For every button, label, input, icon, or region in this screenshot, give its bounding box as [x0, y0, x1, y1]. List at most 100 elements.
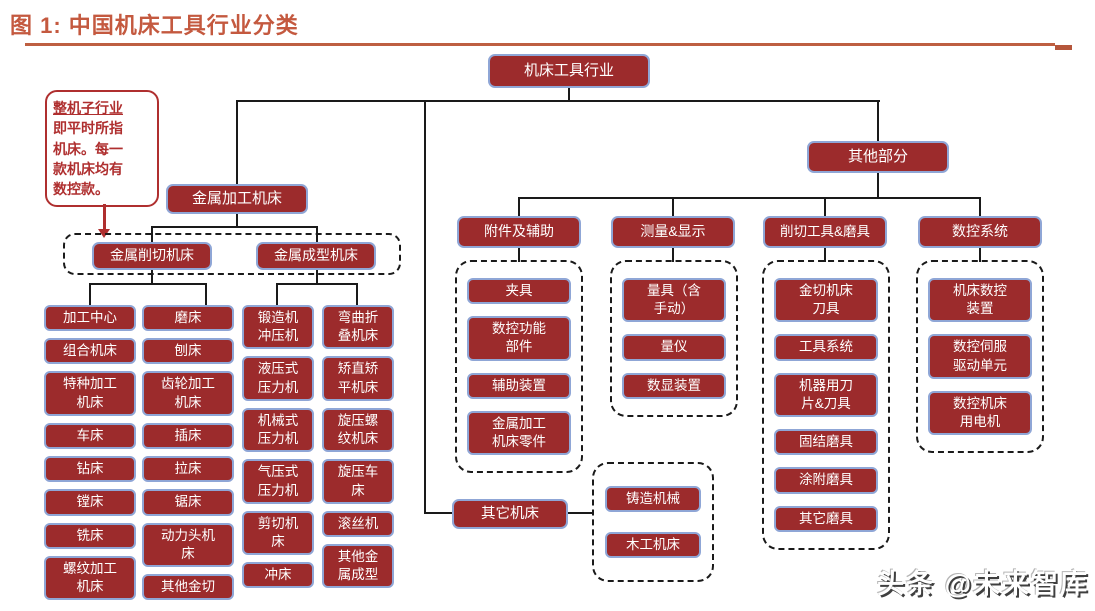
callout-line: 款机床均有	[53, 160, 123, 177]
node-root: 机床工具行业	[488, 54, 650, 88]
connector-forming-split	[276, 283, 358, 285]
tree-leaf: 插床	[142, 422, 234, 450]
figure-title: 图 1: 中国机床工具行业分类	[10, 13, 299, 38]
node-cnc-header: 数控系统	[918, 216, 1042, 248]
tree-leaf: 机器用刀片&刀具	[774, 372, 878, 418]
connector-drop-tools	[824, 197, 826, 217]
tree-leaf: 液压式压力机	[242, 356, 314, 401]
connector-right-horizontal	[518, 197, 981, 199]
tree-leaf: 木工机床	[605, 532, 701, 559]
callout-note: 整机子行业即平时所指机床。每一款机床均有数控款。	[45, 90, 159, 208]
connector-other-parts-down	[877, 172, 879, 198]
connector-drop-forming	[316, 226, 318, 244]
title-underline	[25, 43, 1055, 46]
tree-leaf: 固结磨具	[774, 429, 878, 456]
tree-leaf: 其它磨具	[774, 505, 878, 532]
tree-leaf: 金属加工机床零件	[467, 410, 571, 456]
forming-column-1: 锻造机冲压机液压式压力机机械式压力机气压式压力机剪切机床冲床	[242, 305, 314, 589]
tree-leaf: 涂附磨具	[774, 467, 878, 494]
tree-leaf: 其他金属成型	[322, 543, 394, 589]
tools-container: 金切机床刀具工具系统机器用刀片&刀具固结磨具涂附磨具其它磨具	[762, 260, 890, 550]
tree-leaf: 剪切机床	[242, 510, 314, 556]
tree-leaf: 动力头机床	[142, 522, 234, 567]
accessories-container: 夹具数控功能部件辅助装置金属加工机床零件	[455, 260, 583, 474]
tree-leaf: 齿轮加工机床	[142, 371, 234, 416]
tree-leaf: 钻床	[44, 456, 136, 483]
title-underline-endcap	[1055, 45, 1072, 50]
connector-other-machines-right	[566, 512, 594, 514]
tree-leaf: 镗床	[44, 489, 136, 516]
node-other-parts: 其他部分	[807, 141, 949, 173]
cutting-column-2: 磨床刨床齿轮加工机床插床拉床锯床动力头机床其他金切	[142, 305, 234, 601]
other-machines-container: 铸造机械木工机床	[592, 462, 714, 583]
node-metal-forming: 金属成型机床	[256, 242, 376, 270]
node-metal-cutting: 金属削切机床	[92, 242, 212, 270]
callout-line: 机床。每一	[53, 140, 123, 157]
tree-leaf: 机械式压力机	[242, 407, 314, 453]
tree-leaf: 刨床	[142, 338, 234, 365]
connector-drop-colC	[276, 283, 278, 306]
callout-line: 整机子行业	[53, 100, 123, 116]
tree-leaf: 锻造机冲压机	[242, 305, 314, 350]
tree-leaf: 数控功能部件	[467, 316, 571, 361]
tree-leaf: 辅助装置	[467, 372, 571, 399]
tree-leaf: 夹具	[467, 278, 571, 305]
callout-line: 数控款。	[53, 181, 109, 198]
connector-drop-colB	[205, 283, 207, 306]
tree-leaf: 锯床	[142, 489, 234, 516]
tree-leaf: 数显装置	[622, 372, 726, 399]
tree-leaf: 弯曲折叠机床	[322, 305, 394, 350]
tree-leaf: 磨床	[142, 305, 234, 332]
connector-metal-parent-down	[236, 214, 238, 227]
metal-headers-frame	[63, 233, 401, 275]
connector-drop-colD	[356, 283, 358, 306]
tree-leaf: 特种加工机床	[44, 371, 136, 416]
tree-leaf: 旋压车床	[322, 459, 394, 504]
measure-container: 量具（含手动） 量仪数显装置	[610, 260, 738, 417]
tree-leaf: 滚丝机	[322, 510, 394, 537]
connector-other-machines-left	[424, 512, 454, 514]
node-metal-processing: 金属加工机床	[166, 184, 308, 214]
tree-leaf: 螺纹加工机床	[44, 555, 136, 601]
connector-to-other-parts	[877, 100, 879, 142]
connector-cutting-split	[89, 283, 207, 285]
tree-leaf: 组合机床	[44, 338, 136, 365]
tree-leaf: 量具（含手动）	[622, 278, 726, 323]
node-other-machines: 其它机床	[452, 499, 568, 529]
tree-leaf: 车床	[44, 422, 136, 450]
connector-tools-container	[824, 246, 826, 262]
connector-measure-container	[672, 246, 674, 262]
connector-forming-down	[316, 270, 318, 284]
connector-to-other-machines	[424, 100, 426, 514]
tree-leaf: 铣床	[44, 522, 136, 549]
tree-leaf: 量仪	[622, 334, 726, 361]
callout-arrow	[103, 204, 106, 230]
cutting-column-1: 加工中心组合机床特种加工机床车床钻床镗床铣床螺纹加工机床	[44, 305, 136, 601]
tree-leaf: 气压式压力机	[242, 459, 314, 504]
tree-leaf: 冲床	[242, 562, 314, 589]
connector-drop-cnc	[979, 197, 981, 217]
tree-leaf: 工具系统	[774, 334, 878, 361]
connector-drop-colA	[89, 283, 91, 306]
connector-drop-cutting	[151, 226, 153, 244]
connector-cutting-down	[151, 270, 153, 284]
tree-leaf: 数控机床用电机	[928, 390, 1032, 436]
connector-cnc-container	[979, 246, 981, 262]
cnc-container: 机床数控装置数控伺服驱动单元数控机床用电机	[916, 260, 1044, 454]
callout-line: 即平时所指	[53, 120, 123, 137]
tree-leaf: 金切机床刀具	[774, 278, 878, 323]
node-measure-header: 测量&显示	[611, 216, 735, 248]
connector-metal-split	[151, 226, 318, 228]
connector-drop-measure	[672, 197, 674, 217]
watermark: 头条 @未来智库	[877, 569, 1089, 599]
connector-main-horizontal	[236, 100, 880, 102]
tree-leaf: 机床数控装置	[928, 278, 1032, 323]
tree-leaf: 铸造机械	[605, 486, 701, 513]
tree-leaf: 加工中心	[44, 305, 136, 332]
forming-column-2: 弯曲折叠机床矫直矫平机床旋压螺纹机床旋压车床滚丝机其他金属成型	[322, 305, 394, 589]
node-accessories-header: 附件及辅助	[457, 216, 581, 248]
tree-leaf: 拉床	[142, 456, 234, 483]
connector-to-metal-parent	[236, 100, 238, 185]
connector-root-down	[568, 88, 570, 102]
